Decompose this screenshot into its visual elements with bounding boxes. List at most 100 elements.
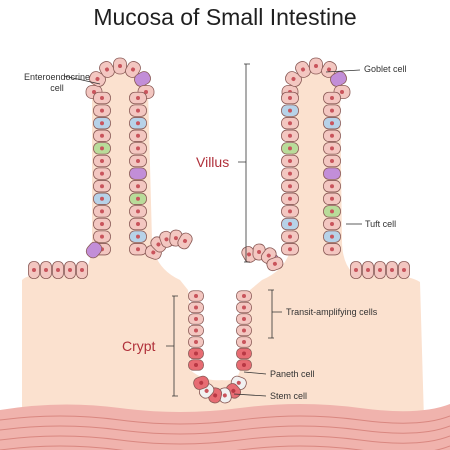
ee-cell <box>323 230 341 243</box>
ee-cell <box>129 230 147 243</box>
muscle-layer <box>0 404 450 450</box>
transit-bracket <box>268 289 282 339</box>
enterocyte <box>281 91 299 105</box>
enterocyte <box>188 336 204 348</box>
paneth-pointer <box>243 371 267 375</box>
goblet-label: Goblet cell <box>364 64 407 74</box>
enterocyte <box>99 61 115 78</box>
enterocyte <box>323 180 341 193</box>
enterocyte <box>129 180 147 193</box>
enterocyte <box>177 232 193 250</box>
paneth-cell <box>188 359 204 371</box>
enterocyte <box>323 154 341 168</box>
tuft-label: Tuft cell <box>365 219 397 229</box>
goblet-cell <box>134 71 151 87</box>
enterocyte <box>236 290 252 302</box>
paneth-label: Paneth cell <box>270 369 315 379</box>
villus-label: Villus <box>196 154 230 170</box>
enterocyte <box>386 261 398 279</box>
enterocyte <box>129 154 147 168</box>
lamina-propria <box>22 66 424 420</box>
enterocyte <box>281 192 299 205</box>
enteroendocrine-pointer <box>63 75 101 85</box>
enterocyte <box>266 256 284 272</box>
enterocyte <box>281 154 299 168</box>
enterocyte <box>113 57 127 75</box>
paneth-cell <box>236 359 252 371</box>
annotation-lines <box>63 63 362 397</box>
enterocyte <box>362 261 374 279</box>
enterocyte <box>93 205 111 218</box>
enterocyte <box>398 261 410 279</box>
tuft-cell <box>93 142 111 155</box>
epithelial-cells <box>28 57 410 404</box>
enterocyte <box>93 217 111 231</box>
crypt-label: Crypt <box>122 338 156 354</box>
page-title: Mucosa of Small Intestine <box>93 4 357 30</box>
stem-label: Stem cell <box>270 391 308 401</box>
enterocyte <box>236 324 252 337</box>
enterocyte <box>350 261 362 279</box>
enterocyte <box>188 301 204 314</box>
enterocyte <box>281 205 299 218</box>
ee-cell <box>93 117 111 130</box>
enterocyte <box>323 217 341 231</box>
enterocyte <box>93 104 111 117</box>
enterocyte <box>281 230 299 243</box>
enterocyte <box>188 313 204 325</box>
enterocyte <box>129 243 147 256</box>
enterocyte <box>93 154 111 168</box>
goblet-cell <box>85 241 103 259</box>
enterocyte <box>323 129 341 142</box>
enterocyte <box>321 61 337 78</box>
goblet-pointer <box>325 69 361 73</box>
enterocyte <box>374 261 386 279</box>
crypt-bracket <box>166 295 178 397</box>
enterocyte <box>28 261 40 279</box>
enterocyte <box>236 301 252 314</box>
enterocyte <box>285 71 302 87</box>
transit-label: Transit-amplifying cells <box>286 307 378 317</box>
enterocyte <box>129 129 147 142</box>
enterocyte <box>281 243 299 256</box>
enterocyte <box>129 104 147 117</box>
enterocyte <box>309 57 323 75</box>
enterocyte <box>129 142 147 155</box>
stem-pointer <box>233 393 267 397</box>
villus-bracket <box>238 63 250 263</box>
enterocyte <box>40 261 52 279</box>
tuft-cell <box>323 205 341 218</box>
goblet-cell <box>129 167 147 180</box>
enterocyte <box>236 313 252 325</box>
enterocyte <box>76 261 88 279</box>
enterocyte <box>188 324 204 337</box>
enterocyte <box>281 180 299 193</box>
enterocyte <box>281 129 299 142</box>
goblet-cell <box>330 71 347 87</box>
enterocyte <box>323 192 341 205</box>
ee-cell <box>281 217 299 231</box>
enterocyte <box>241 246 257 263</box>
enterocyte <box>323 91 341 105</box>
enterocyte <box>93 180 111 193</box>
ee-cell <box>281 104 299 117</box>
enterocyte <box>64 261 76 279</box>
tuft-cell <box>281 142 299 155</box>
paneth-cell <box>236 347 252 360</box>
enterocyte <box>281 167 299 180</box>
goblet-cell <box>323 167 341 180</box>
enterocyte <box>93 129 111 142</box>
enterocyte <box>236 336 252 348</box>
enterocyte <box>129 205 147 218</box>
enterocyte <box>323 104 341 117</box>
ee-cell <box>129 117 147 130</box>
enterocyte <box>281 117 299 130</box>
enterocyte <box>129 217 147 231</box>
enterocyte <box>295 61 311 78</box>
enterocyte <box>93 230 111 243</box>
enterocyte <box>125 61 141 78</box>
enterocyte <box>93 167 111 180</box>
tuft-cell <box>129 192 147 205</box>
enteroendocrine-label: Enteroendocrine cell <box>23 72 91 93</box>
